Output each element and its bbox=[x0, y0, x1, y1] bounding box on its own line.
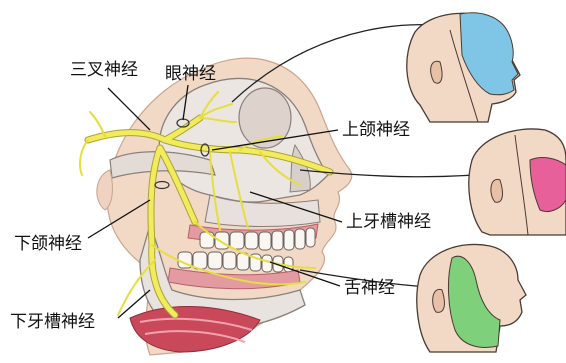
head-ophthalmic-zone bbox=[407, 13, 520, 122]
label-maxillary-nerve: 上颌神经 bbox=[342, 122, 410, 139]
label-mandibular-nerve: 下颌神经 bbox=[14, 236, 82, 253]
label-ophthalmic-nerve: 眼神经 bbox=[165, 66, 216, 83]
label-lingual-nerve: 舌神经 bbox=[344, 280, 395, 297]
label-inferior-alveolar-nerve: 下牙槽神经 bbox=[10, 314, 95, 331]
head-maxillary-zone bbox=[469, 129, 566, 235]
head-mandibular-zone bbox=[417, 244, 526, 352]
ear-region bbox=[97, 170, 113, 210]
label-trigeminal-nerve: 三叉神经 bbox=[70, 62, 138, 79]
label-superior-alveolar-nerve: 上牙槽神经 bbox=[346, 214, 431, 231]
skull-illustration bbox=[97, 58, 352, 355]
